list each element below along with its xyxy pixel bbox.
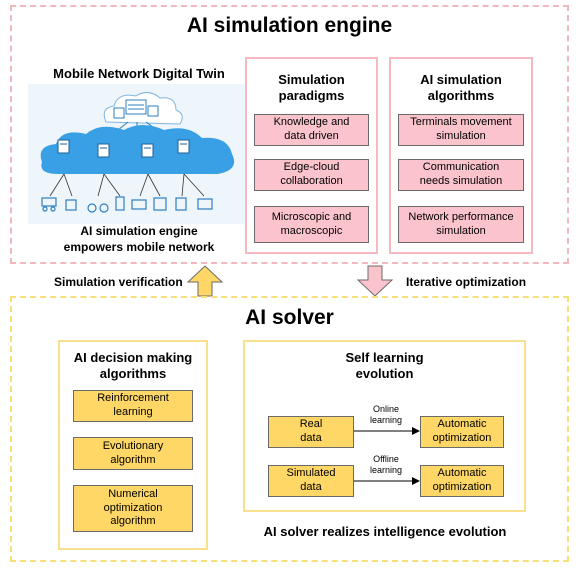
- simulation-engine-title: AI simulation engine: [186, 14, 393, 37]
- up-arrow-icon: [186, 265, 224, 297]
- automatic-optimization-box: Automatic optimization: [420, 416, 504, 448]
- edge-cloud-icon: [40, 125, 235, 174]
- paradigm-item: Edge-cloud collaboration: [254, 159, 369, 191]
- offline-learning-label: Offline learning: [369, 454, 403, 475]
- top-cloud-icon: [103, 92, 183, 125]
- paradigm-item: Knowledge and data driven: [254, 114, 369, 146]
- decision-item: Numerical optimization algorithm: [73, 485, 193, 532]
- ai-solver-caption: AI solver realizes intelligence evolutio…: [263, 524, 507, 539]
- decision-item: Reinforcement learning: [73, 390, 193, 422]
- digital-twin-title: Mobile Network Digital Twin: [53, 66, 225, 81]
- terminal-devices-icon: [41, 196, 213, 213]
- algorithm-item: Terminals movement simulation: [398, 114, 524, 146]
- decision-item: Evolutionary algorithm: [73, 437, 193, 470]
- simulation-verification-label: Simulation verification: [54, 275, 183, 289]
- automatic-optimization-box: Automatic optimization: [420, 465, 504, 497]
- simulation-paradigms-title: Simulation paradigms: [278, 72, 345, 104]
- decision-making-title: AI decision making algorithms: [73, 350, 193, 382]
- offline-arrow-icon: [354, 477, 420, 485]
- ai-solver-title: AI solver: [245, 306, 334, 329]
- simulation-engine-container: [10, 5, 569, 264]
- ai-solver-container: [10, 296, 569, 562]
- algorithm-item: Network performance simulation: [398, 206, 524, 243]
- paradigm-item: Microscopic and macroscopic: [254, 206, 369, 243]
- online-learning-label: Online learning: [369, 404, 403, 425]
- algorithm-item: Communication needs simulation: [398, 159, 524, 191]
- real-data-box: Real data: [268, 416, 354, 448]
- digital-twin-caption: AI simulation engine empowers mobile net…: [63, 224, 215, 254]
- online-arrow-icon: [354, 427, 420, 435]
- iterative-optimization-label: Iterative optimization: [406, 275, 527, 289]
- down-arrow-icon: [356, 265, 394, 297]
- simulated-data-box: Simulated data: [268, 465, 354, 497]
- simulation-algorithms-title: AI simulation algorithms: [420, 72, 502, 104]
- self-learning-title: Self learning evolution: [345, 350, 424, 382]
- network-illustration: [28, 84, 246, 224]
